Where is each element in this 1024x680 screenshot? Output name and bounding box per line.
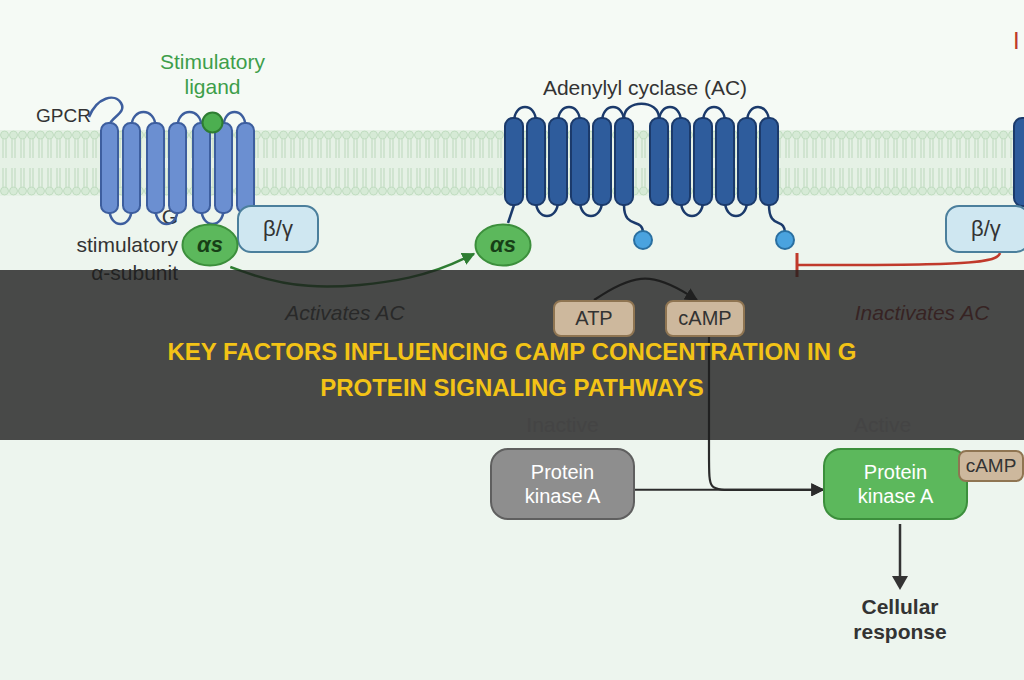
receptor-helix [1014,118,1024,206]
transmembrane-helix [237,123,254,213]
inhibition-line [797,253,1000,265]
response-arrow [899,524,902,578]
helix-loops [110,112,246,224]
kinase-name: Protein kinase A [825,450,966,518]
subunit-name: β/γ [239,207,317,251]
outcome-label: Cellular response [835,594,965,644]
transmembrane-helix [527,118,545,205]
beta-gamma-box: β/γ [237,205,319,253]
molecule-box: cAMP [665,300,745,337]
catalytic-domain [634,231,652,249]
beta-gamma-box: β/γ [945,205,1024,253]
linker-loop [508,205,514,223]
n-terminus [89,98,122,125]
alpha-subunit: αs [181,223,239,267]
transmembrane-helix [123,123,140,213]
node-outline [95,95,260,230]
transmembrane-helix [738,118,756,205]
transmembrane-helix [571,118,589,205]
linker-loop [769,205,785,233]
molecule-name: cAMP [667,302,743,335]
transmembrane-helix [169,123,186,213]
title-text: KEY FACTORS INFLUENCING CAMP CONCENTRATI… [162,334,862,406]
node-outline [500,105,797,270]
activation-arrow [635,489,823,491]
helix-loops [514,107,769,216]
helix-group [101,123,254,213]
transmembrane-helix [505,118,523,205]
cut-off-label: I [1013,27,1020,55]
ligand-circle: Stimulatory ligand [201,111,224,134]
transmembrane-helix [650,118,668,205]
alpha-subunit: αs [474,223,532,267]
circle-shape [203,113,223,133]
enzyme-name: Adenylyl cyclase (AC) [515,75,775,100]
extracellular-space [0,0,1024,130]
subunit-name: αs [181,223,239,267]
transmembrane-helix [147,123,164,213]
molecule-name: ATP [555,302,633,335]
adenylyl-cyclase: Adenylyl cyclase (AC) [500,105,797,270]
catalytic-domain [776,231,794,249]
kinase-box: ActiveProtein kinase AcAMP [823,448,968,520]
node-outline [201,111,224,134]
subunit-name: β/γ [947,207,1024,251]
kinase-name: Protein kinase A [492,450,633,518]
state-heading: Active [825,412,940,437]
linker-loop [624,205,643,233]
subunit-name: αs [474,223,532,267]
transmembrane-helix [101,123,118,213]
transmembrane-helix [193,123,210,213]
state-heading: Inactive [492,412,633,437]
receptor-gpcr: GPCR [95,95,260,230]
transmembrane-helix [716,118,734,205]
receptor-name: GPCR [33,104,91,128]
linker-loop [624,104,659,118]
transmembrane-helix [615,118,633,205]
transmembrane-helix [694,118,712,205]
transmembrane-helix [549,118,567,205]
kinase-box: InactiveProtein kinase A [490,448,635,520]
transmembrane-helix [760,118,778,205]
transmembrane-helix [215,123,232,213]
helix-group [505,118,778,205]
molecule-box: ATP [553,300,635,337]
molecule-box: cAMP [958,450,1024,482]
transmembrane-helix [593,118,611,205]
molecule-name: cAMP [960,452,1022,480]
transmembrane-helix [672,118,690,205]
response-arrowhead [892,576,908,590]
ligand-name: Stimulatory ligand [149,49,276,99]
